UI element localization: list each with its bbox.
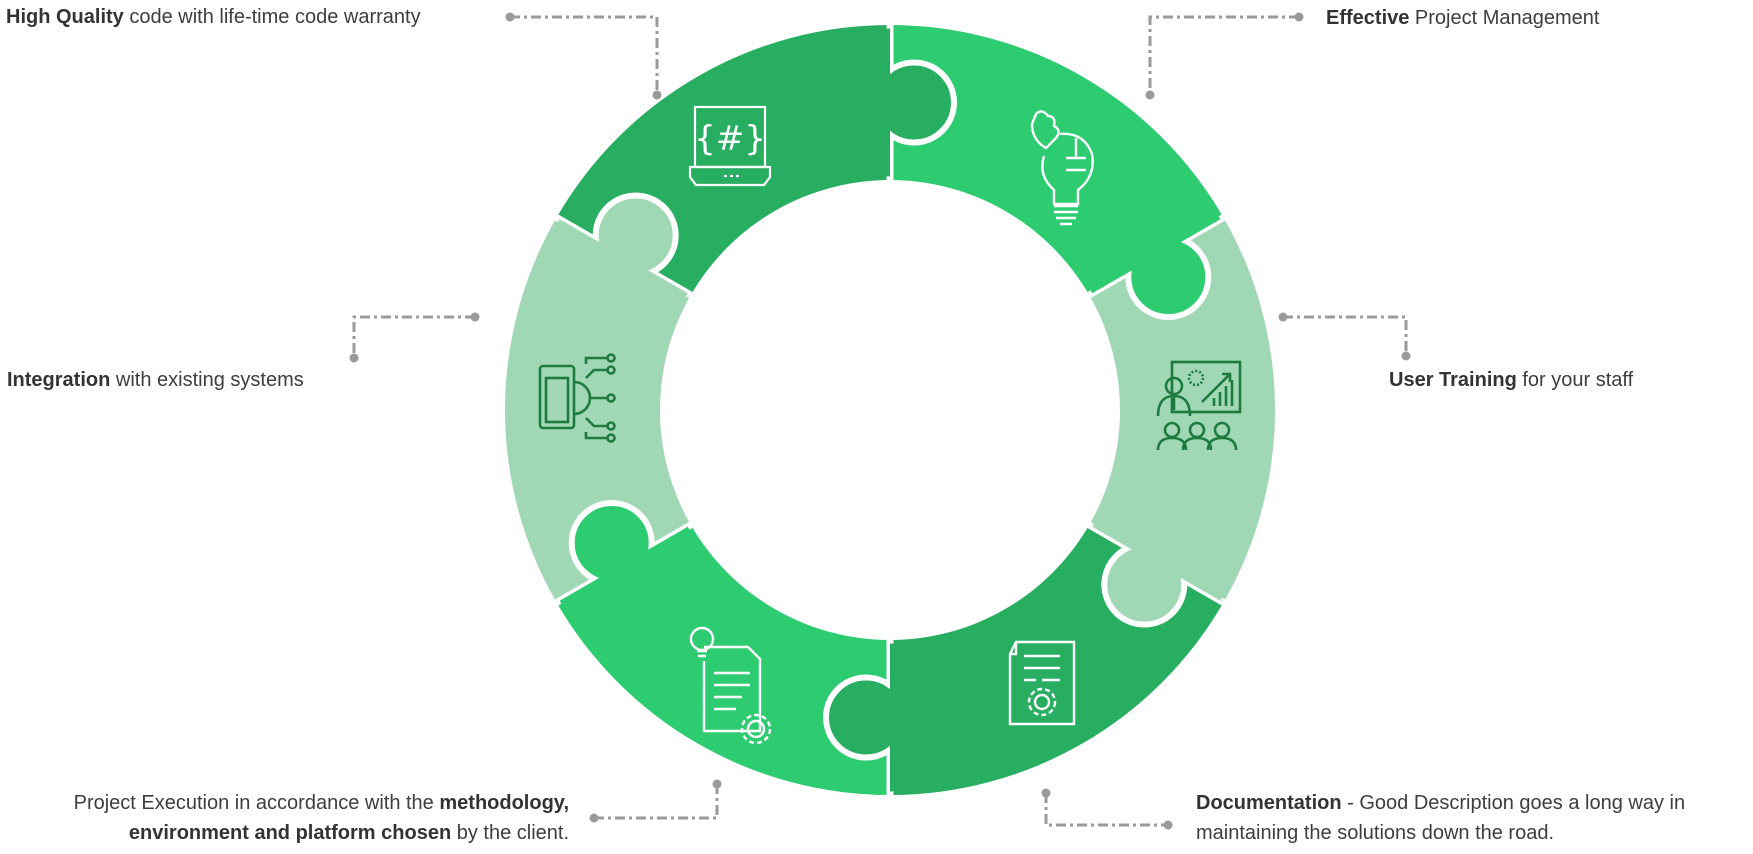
connector-dot — [1401, 351, 1411, 361]
mobile-gear-circuit-icon — [538, 353, 616, 443]
connector-integration — [352, 315, 475, 358]
connector-dot — [349, 353, 359, 363]
label-text: - Good Description goes a long way in — [1341, 792, 1686, 814]
connector-quality — [510, 15, 659, 95]
connectors — [352, 15, 1408, 827]
connector-dot — [652, 90, 662, 100]
label-bold: Integration — [7, 369, 111, 391]
label-bold: methodology, — [439, 792, 569, 814]
label-bold: Effective — [1326, 7, 1410, 29]
label-effective-management: Effective Project Management — [1326, 3, 1599, 33]
label-user-training: User Training for your staff — [1389, 365, 1633, 395]
connector-dot — [470, 312, 480, 322]
label-bold: environment and platform chosen — [128, 822, 452, 844]
connector-dot — [1145, 90, 1155, 100]
connector-training — [1283, 315, 1408, 356]
connector-management — [1148, 15, 1299, 95]
connector-dot — [1163, 820, 1173, 830]
label-bold: High Quality — [6, 6, 124, 28]
label-text: by the client. — [451, 822, 569, 844]
connector-dot — [505, 12, 515, 22]
label-text: maintaining the solutions down the road. — [1196, 822, 1555, 844]
label-project-execution: Project Execution in accordance with the… — [74, 788, 569, 848]
ring-segments — [505, 23, 1275, 797]
puzzle-knob-fill — [556, 525, 698, 638]
presentation-training-icon — [1156, 360, 1242, 451]
label-documentation: Documentation - Good Description goes a … — [1196, 788, 1685, 848]
connector-dots — [349, 12, 1411, 830]
connector-dot — [589, 813, 599, 823]
puzzle-bulb-icon — [1030, 110, 1094, 226]
document-gear-icon — [1008, 640, 1076, 726]
connector-documentation — [1044, 793, 1168, 827]
label-text: with existing systems — [110, 369, 304, 391]
connector-dot — [1294, 12, 1304, 22]
connector-dot — [712, 779, 722, 789]
label-text: for your staff — [1516, 369, 1634, 391]
label-high-quality: High Quality code with life-time code wa… — [6, 2, 421, 32]
label-bold: User Training — [1389, 369, 1517, 391]
label-text: Project Management — [1409, 7, 1600, 29]
label-integration: Integration with existing systems — [7, 365, 304, 395]
connector-dot — [1278, 312, 1288, 322]
label-bold: Documentation — [1196, 792, 1342, 814]
label-text: code with life-time code warranty — [123, 6, 421, 28]
label-text: Project Execution in accordance with the — [73, 792, 440, 814]
svg-text:{#}: {#} — [694, 119, 766, 159]
connector-execution — [594, 784, 719, 820]
connector-dot — [1041, 788, 1051, 798]
puzzle-knob-fill — [1082, 182, 1224, 295]
idea-document-gear-icon — [689, 626, 772, 745]
laptop-code-icon: {#} — [688, 105, 772, 187]
